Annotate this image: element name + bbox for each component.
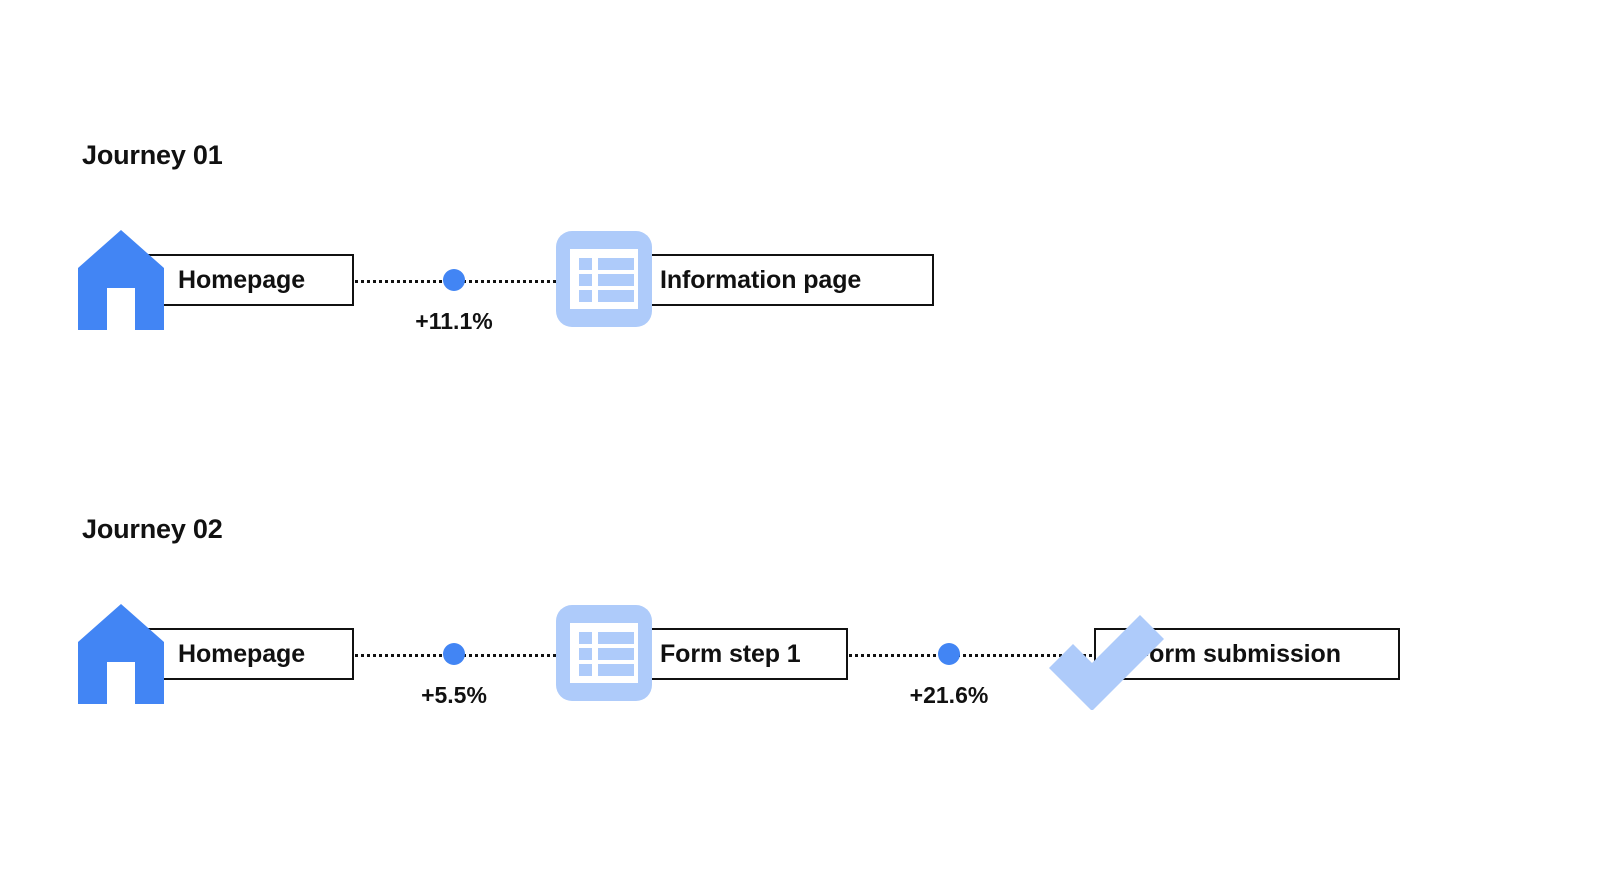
node-box-homepage-j01[interactable]: Homepage — [146, 254, 354, 306]
connector-pct-j02-1: +5.5% — [421, 682, 487, 708]
connector-dot-j02-2[interactable] — [938, 643, 960, 665]
node-box-homepage-j02[interactable]: Homepage — [146, 628, 354, 680]
node-label-form-submission-j02: Form submission — [1134, 639, 1341, 668]
connector-dot-j01-1[interactable] — [443, 269, 465, 291]
journey-title-02: Journey 02 — [82, 514, 223, 544]
connector-line-j02-2 — [842, 654, 1110, 657]
node-label-homepage-j02: Homepage — [178, 639, 306, 668]
connector-pct-j02-2: +21.6% — [909, 682, 989, 708]
node-label-homepage-j01: Homepage — [178, 265, 306, 294]
journey-flow-01: Homepage +11.1% Information p — [0, 200, 1601, 360]
node-box-information-page-j01[interactable]: Information page — [626, 254, 934, 306]
node-label-information-page-j01: Information page — [660, 265, 862, 294]
node-box-form-step-1-j02[interactable]: Form step 1 — [626, 628, 848, 680]
node-box-form-submission-j02[interactable]: Form submission — [1094, 628, 1400, 680]
journey-flow-02: Homepage +5.5% Form step 1 — [0, 574, 1601, 734]
node-label-form-step-1-j02: Form step 1 — [660, 639, 801, 668]
connector-dot-j02-1[interactable] — [443, 643, 465, 665]
connector-line-j02-1 — [348, 654, 634, 657]
connector-pct-j01-1: +11.1% — [415, 308, 493, 334]
connector-line-j01-1 — [348, 280, 634, 283]
journey-title-01: Journey 01 — [82, 140, 223, 170]
